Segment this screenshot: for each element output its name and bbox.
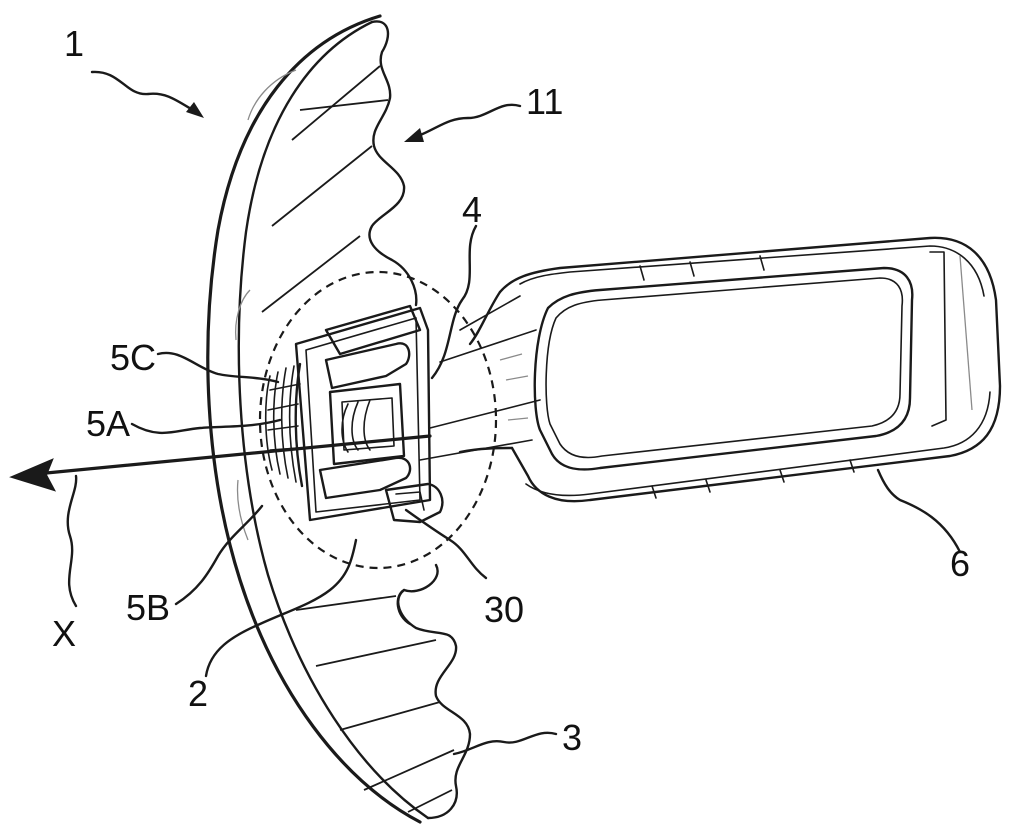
leader-lines [68,72,960,754]
handle-frame [500,238,1000,501]
label-3: 3 [562,717,582,758]
label-30: 30 [484,589,524,630]
label-11: 11 [526,81,563,122]
layer-stack [266,364,302,486]
reference-labels: 1 11 4 5C 5A X 5B 30 6 2 3 [52,23,970,758]
label-x: X [52,613,76,654]
label-5a: 5A [86,403,130,444]
label-6: 6 [950,543,970,584]
outer-shell [208,16,428,822]
upper-profile [262,21,416,312]
label-4: 4 [462,189,482,230]
inner-housing [296,306,442,522]
label-2: 2 [188,673,208,714]
connector-neck [420,292,540,460]
label-5c: 5C [110,337,156,378]
label-1: 1 [64,23,84,64]
label-5b: 5B [126,587,170,628]
